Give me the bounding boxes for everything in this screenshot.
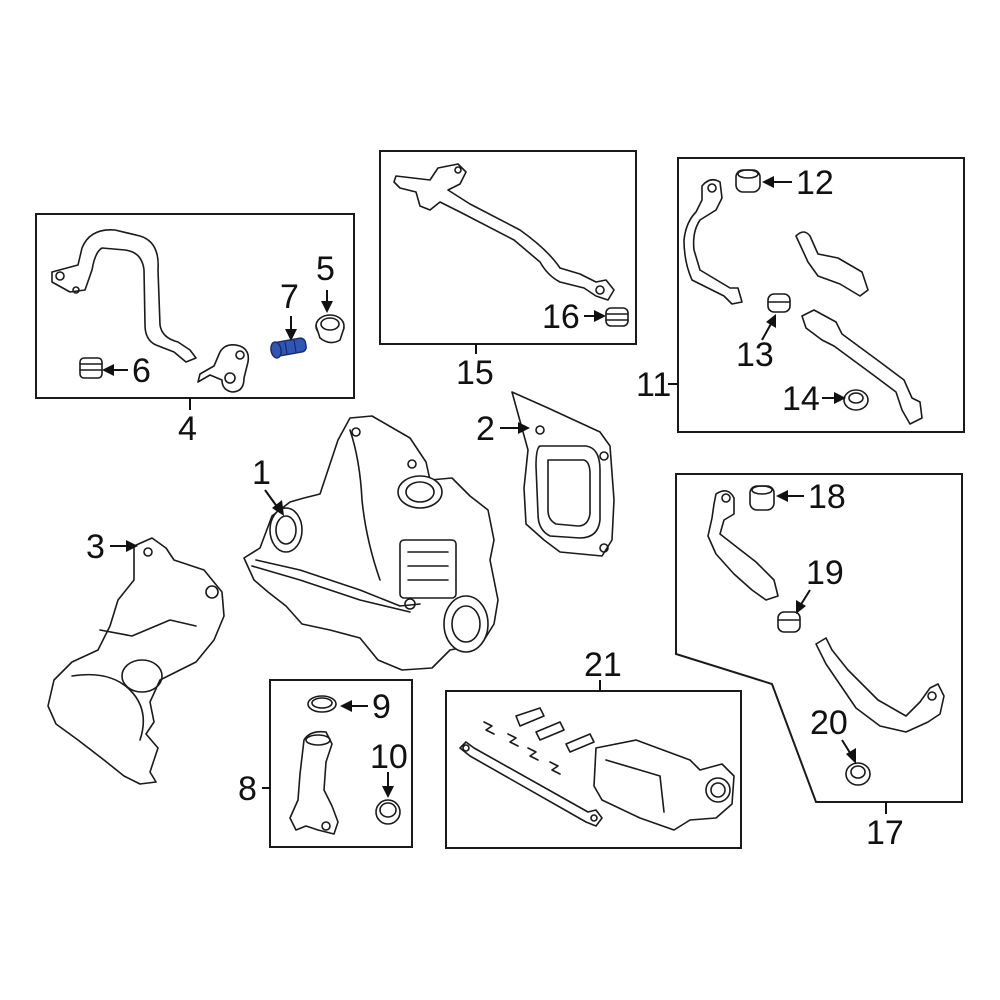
group-15-box — [379, 150, 637, 345]
group-8-box — [269, 679, 413, 848]
callout-5: 5 — [316, 250, 335, 288]
callout-3: 3 — [86, 528, 105, 566]
oil-return-tube-11[interactable] — [683, 178, 743, 305]
oil-drain-tube-11[interactable] — [801, 309, 923, 425]
callout-2: 2 — [476, 410, 495, 448]
callout-18: 18 — [808, 478, 846, 516]
actuator-rod[interactable] — [459, 741, 603, 827]
part-19-grommet[interactable] — [777, 611, 801, 633]
part-13-grommet[interactable] — [767, 293, 791, 313]
group-4-box — [35, 213, 355, 399]
callout-16: 16 — [542, 298, 580, 336]
part-1-turbocharger[interactable] — [243, 415, 499, 671]
callout-13: 13 — [736, 336, 774, 374]
group-21-box — [445, 690, 742, 849]
part-16-washer[interactable] — [605, 307, 629, 327]
callout-21: 21 — [584, 646, 622, 684]
leader-lines — [102, 176, 887, 814]
callout-labels: 1 2 3 4 5 6 7 8 9 10 11 12 13 14 15 16 1… — [86, 164, 904, 852]
part-5-seal[interactable] — [315, 314, 345, 344]
callout-8: 8 — [238, 770, 257, 808]
part-10-seal[interactable] — [375, 799, 401, 825]
callout-14: 14 — [782, 380, 820, 418]
callout-9: 9 — [372, 688, 391, 726]
callout-6: 6 — [132, 352, 151, 390]
callout-4: 4 — [178, 410, 197, 448]
part-7-banjo-bolt-highlighted[interactable] — [270, 337, 307, 359]
oil-feed-tube[interactable] — [51, 229, 197, 363]
part-9-gasket[interactable] — [307, 695, 337, 713]
callout-1: 1 — [252, 454, 271, 492]
callout-20: 20 — [810, 704, 848, 742]
callout-7: 7 — [280, 278, 299, 316]
callout-17: 17 — [866, 814, 904, 852]
oil-drain-pipe-8[interactable] — [289, 730, 339, 835]
group-17-box — [675, 473, 963, 803]
callout-10: 10 — [370, 738, 408, 776]
coolant-tube-15[interactable] — [393, 163, 615, 301]
group-11-box — [677, 157, 965, 433]
part-18-seal[interactable] — [749, 485, 775, 511]
turbo-actuator[interactable] — [593, 739, 735, 831]
part-3-heat-shield[interactable] — [47, 537, 225, 785]
oil-feed-tube-17[interactable] — [707, 490, 779, 601]
callout-15: 15 — [456, 354, 494, 392]
oil-feed-tube-17b[interactable] — [815, 637, 945, 733]
part-2-gasket[interactable] — [511, 391, 615, 557]
part-12-seal[interactable] — [735, 169, 761, 193]
part-20-seal-ring[interactable] — [845, 762, 871, 786]
callout-19: 19 — [806, 554, 844, 592]
part-6-washer[interactable] — [79, 357, 103, 379]
callout-12: 12 — [796, 164, 834, 202]
part-14-seal-ring[interactable] — [843, 389, 869, 411]
callout-11: 11 — [636, 366, 671, 404]
